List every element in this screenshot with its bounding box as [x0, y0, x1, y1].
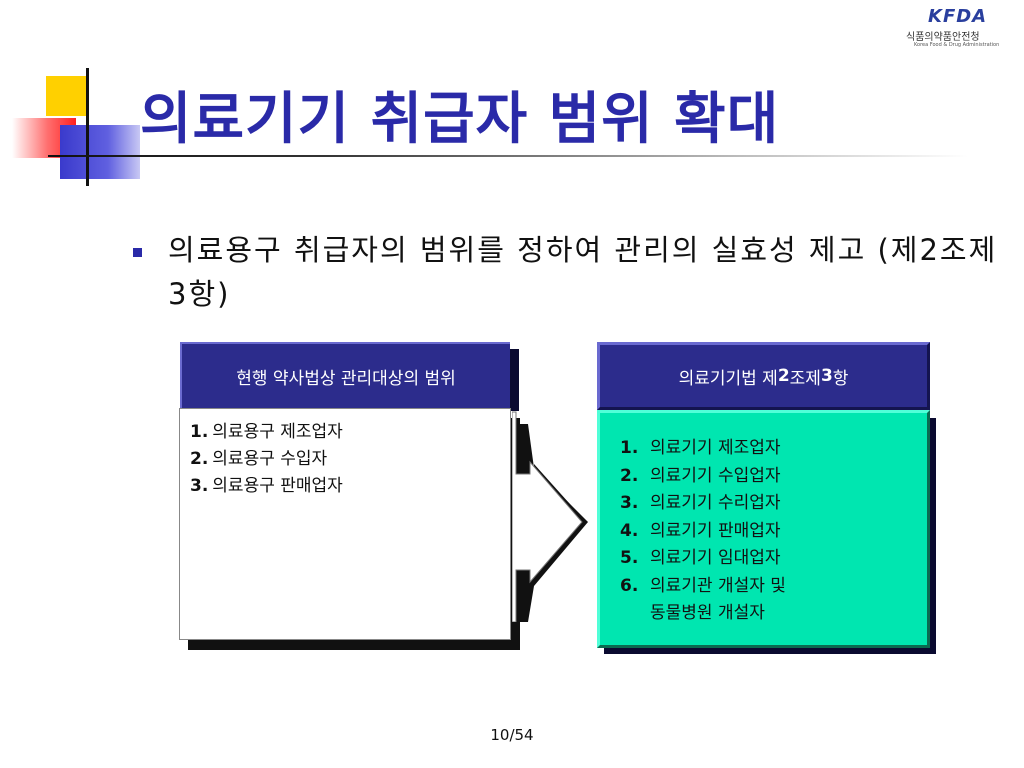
right-list-item: 3.의료기기 수리업자: [620, 493, 781, 513]
left-list-item: 3.의료용구 판매업자: [190, 476, 343, 496]
kfda-logo: KFDA 식품의약품안전청 Korea Food & Drug Administ…: [900, 6, 1010, 50]
left-list-item: 2.의료용구 수입자: [190, 449, 328, 469]
right-list-item: 4.의료기기 판매업자: [620, 520, 781, 541]
right-list-item: 2.의료기기 수입업자: [620, 465, 781, 486]
logo-english-name: Korea Food & Drug Administration: [914, 42, 1000, 48]
right-arrow-icon: [512, 411, 588, 622]
left-list-item: 1.의료용구 제조업자: [190, 422, 343, 442]
decor-yellow-square: [46, 76, 86, 116]
decor-vertical-line: [86, 68, 89, 186]
left-panel-body: 1.의료용구 제조업자 2.의료용구 수입자 3.의료용구 판매업자: [179, 408, 511, 640]
slide-title: 의료기기 취급자 범위 확대: [140, 87, 780, 152]
right-panel-body: 1.의료기기 제조업자 2.의료기기 수입업자 3.의료기기 수리업자 4.의료…: [597, 410, 930, 648]
right-list-item: 5.의료기기 임대업자: [620, 548, 781, 568]
left-panel-header: 현행 약사법상 관리대상의 범위: [180, 342, 510, 408]
logo-korean-name: 식품의약품안전청: [906, 32, 980, 43]
title-underline: [48, 155, 968, 157]
right-list-item: 동물병원 개설자: [650, 603, 765, 623]
bullet-text: 의료용구 취급자의 범위를 정하여 관리의 실효성 제고 (제2조제3항): [168, 233, 998, 311]
bullet-square-icon: [133, 248, 142, 257]
decor-blue-square: [60, 125, 140, 179]
right-list-item: 1.의료기기 제조업자: [620, 438, 781, 458]
right-list-item: 6.의료기관 개설자 및: [620, 575, 786, 596]
logo-mark: KFDA: [928, 6, 988, 27]
page-number: 10/54: [490, 726, 534, 744]
